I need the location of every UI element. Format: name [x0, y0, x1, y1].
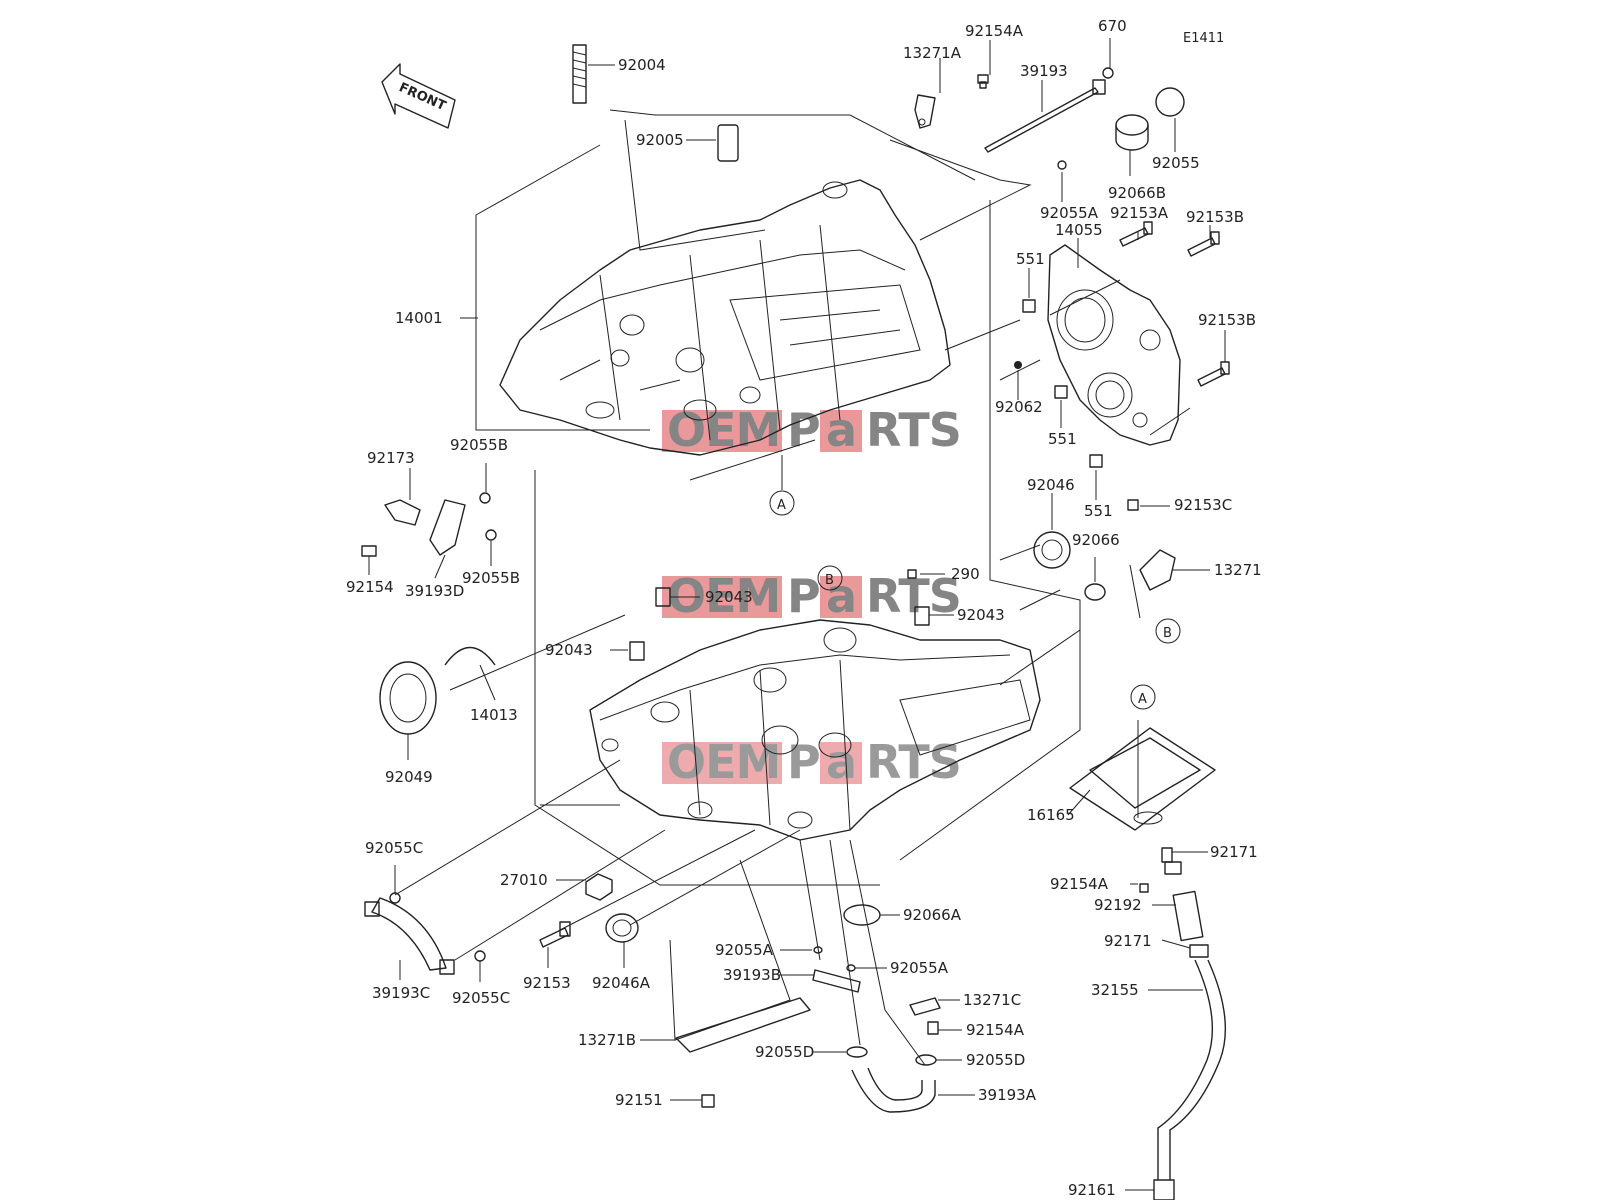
part-label: 16165 — [1027, 806, 1075, 824]
watermark-word-a: P — [787, 569, 820, 623]
part-label: 92005 — [636, 131, 684, 149]
callout-a-label: A — [777, 498, 786, 513]
part-label: 92055B — [450, 436, 508, 454]
part-label: 92066A — [903, 906, 962, 924]
part-label: 92153A — [1110, 204, 1169, 222]
part-label: 92154A — [965, 22, 1024, 40]
part-label: 92153B — [1186, 208, 1244, 226]
part-label: 39193 — [1020, 62, 1068, 80]
part-label: 13271C — [963, 991, 1021, 1009]
part-label: 92043 — [957, 606, 1005, 624]
part-label: 92046 — [1027, 476, 1075, 494]
part-label: 39193A — [978, 1086, 1037, 1104]
part-label: 32155 — [1091, 981, 1139, 999]
part-label: 92062 — [995, 398, 1043, 416]
part-label: 670 — [1098, 17, 1127, 35]
callout-b-lower: B — [817, 565, 843, 591]
part-label: 551 — [1016, 250, 1045, 268]
part-label: 92043 — [705, 588, 753, 606]
part-label: 92154A — [1050, 875, 1109, 893]
part-labels: 92004 92005 13271A 92154A 39193 670 9205… — [346, 17, 1262, 1199]
part-label: 92055B — [462, 569, 520, 587]
part-label: 92154A — [966, 1021, 1025, 1039]
watermark-word-c: RTS — [866, 735, 961, 789]
part-label: 290 — [951, 565, 980, 583]
watermark-top: OEM P a RTS — [662, 403, 962, 457]
callout-b-label: B — [825, 573, 834, 588]
part-label: 14001 — [395, 309, 443, 327]
part-label: 92153C — [1174, 496, 1232, 514]
part-label: 551 — [1048, 430, 1077, 448]
watermark-word-a: P — [787, 735, 820, 789]
part-label: 27010 — [500, 871, 548, 889]
part-label: 92055D — [966, 1051, 1025, 1069]
part-label: 14055 — [1055, 221, 1103, 239]
front-arrow-icon: FRONT — [381, 63, 456, 129]
callout-b-right: B — [1155, 618, 1181, 644]
small-parts-drawing — [361, 44, 1230, 1200]
callout-b-label: B — [1163, 626, 1172, 641]
part-label: 92055A — [715, 941, 774, 959]
part-label: 39193C — [372, 984, 430, 1002]
diagram-code: E1411 — [1183, 31, 1224, 46]
part-label: 92055 — [1152, 154, 1200, 172]
watermark-prefix: OEM — [667, 403, 780, 457]
part-label: 92171 — [1210, 843, 1258, 861]
part-label: 92173 — [367, 449, 415, 467]
watermark-word-b: a — [826, 403, 856, 457]
part-label: 92153 — [523, 974, 571, 992]
part-label: 14013 — [470, 706, 518, 724]
part-label: 92004 — [618, 56, 666, 74]
callout-a-right: A — [1130, 684, 1156, 710]
watermark-word-a: P — [787, 403, 820, 457]
watermark-middle: OEM P a RTS — [662, 569, 962, 623]
callout-a-upper: A — [769, 490, 795, 516]
part-label: 551 — [1084, 502, 1113, 520]
callout-a-label: A — [1138, 692, 1147, 707]
part-label: 92055A — [1040, 204, 1099, 222]
bearing-housing-drawing — [1047, 244, 1181, 446]
part-label: 92154 — [346, 578, 394, 596]
part-label: 92161 — [1068, 1181, 1116, 1199]
part-label: 92066B — [1108, 184, 1166, 202]
part-label: 92049 — [385, 768, 433, 786]
part-label: 92066 — [1072, 531, 1120, 549]
part-label: 92055C — [452, 989, 510, 1007]
lower-crankcase-drawing — [589, 619, 1041, 841]
part-label: 39193B — [723, 966, 781, 984]
watermark-prefix: OEM — [667, 735, 780, 789]
part-label: 92046A — [592, 974, 651, 992]
part-label: 39193D — [405, 582, 464, 600]
part-label: 92192 — [1094, 896, 1142, 914]
watermark-prefix: OEM — [667, 569, 780, 623]
part-label: 92171 — [1104, 932, 1152, 950]
part-label: 13271B — [578, 1031, 636, 1049]
part-label: 92153B — [1198, 311, 1256, 329]
part-label: 92055C — [365, 839, 423, 857]
part-label: 13271A — [903, 44, 962, 62]
upper-crankcase-drawing — [499, 179, 951, 456]
leader-lines — [368, 38, 1226, 1191]
part-label: 92055A — [890, 959, 949, 977]
watermark-word-c: RTS — [866, 403, 961, 457]
part-label: 13271 — [1214, 561, 1262, 579]
watermark-word-b: a — [826, 735, 856, 789]
part-label: 92055D — [755, 1043, 814, 1061]
part-label: 92043 — [545, 641, 593, 659]
part-label: 92151 — [615, 1091, 663, 1109]
